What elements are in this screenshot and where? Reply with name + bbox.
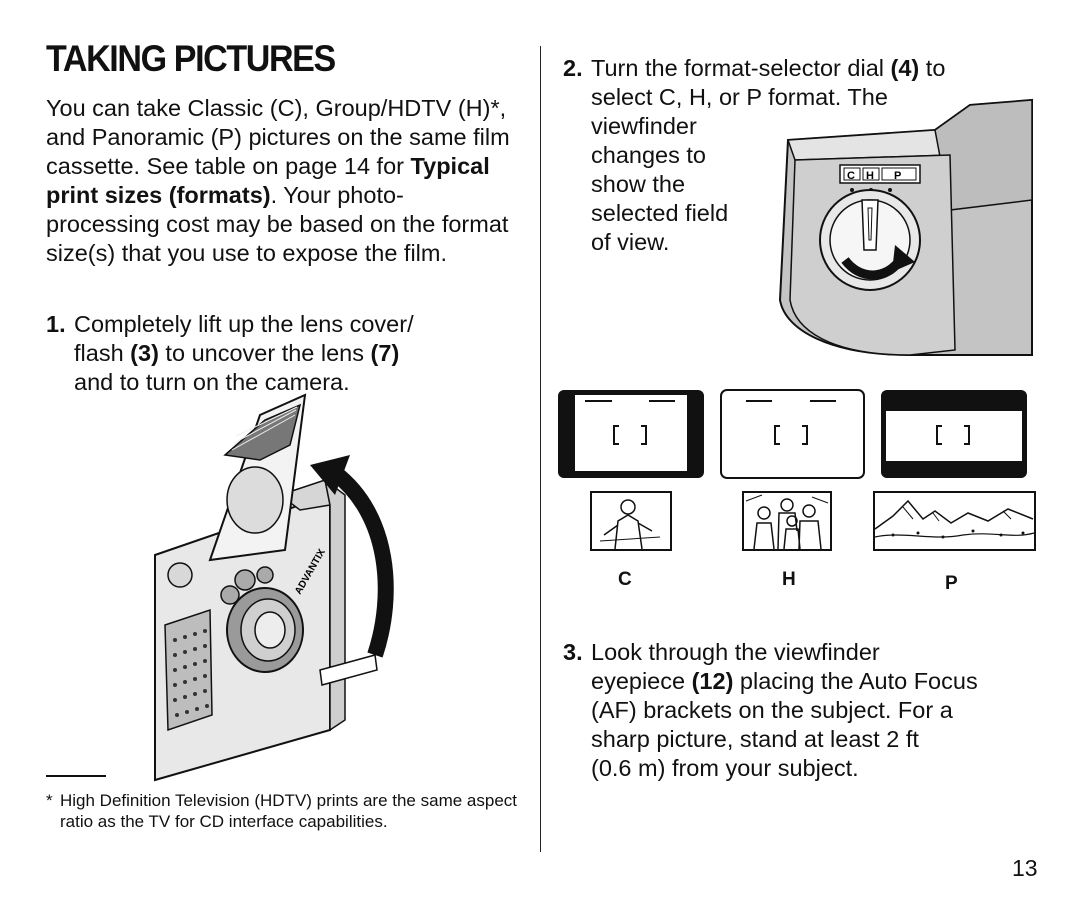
portrait-photo-icon	[590, 491, 672, 551]
step-3: 3. Look through the viewfinder eyepiece …	[563, 638, 1033, 783]
step-2-text: Turn the format-selector dial (4) to sel…	[591, 54, 945, 257]
intro-bold-link: Typical print sizes (formats)	[46, 153, 490, 208]
dial-label-h: H	[866, 170, 874, 182]
intro-text-2: . Your photo-processing cost may be base…	[46, 182, 509, 266]
step-1: 1. Completely lift up the lens cover/ fl…	[46, 310, 516, 397]
viewfinder-c	[558, 390, 704, 478]
step-2-ref-a: (4)	[890, 55, 920, 81]
footnote-marker: *	[46, 791, 53, 810]
viewfinder-h	[720, 389, 865, 479]
dial-label-c: C	[847, 170, 855, 182]
step-2: 2. Turn the format-selector dial (4) to …	[563, 54, 1023, 257]
step-2-text-b: to select C, H, or P format. The viewfin…	[591, 55, 946, 255]
step-3-text-b: placing the Auto Focus (AF) brackets on …	[591, 668, 978, 781]
panorama-photo-icon	[873, 491, 1036, 551]
footnote-text: High Definition Television (HDTV) prints…	[60, 791, 517, 831]
step-2-text-a: Turn the format-selector dial	[591, 55, 891, 81]
step-1-text-b: to uncover the lens	[158, 340, 371, 366]
step-2-number: 2.	[563, 55, 583, 81]
step-3-ref-a: (12)	[691, 668, 734, 694]
step-3-text: Look through the viewfinder eyepiece (12…	[591, 638, 978, 783]
intro-paragraph: You can take Classic (C), Group/HDTV (H)…	[46, 94, 516, 268]
step-3-text-a: Look through the viewfinder eyepiece	[591, 639, 880, 694]
footnote: * High Definition Television (HDTV) prin…	[46, 790, 526, 832]
step-1-number: 1.	[46, 311, 66, 337]
page-title: TAKING PICTURES	[46, 38, 336, 79]
group-photo-icon	[742, 491, 832, 551]
step-1-text-a: Completely lift up the lens cover/ flash	[74, 311, 414, 366]
step-1-ref-b: (7)	[370, 340, 400, 366]
dial-label-p: P	[894, 170, 901, 182]
step-1-text-c: and to turn on the camera.	[74, 369, 350, 395]
column-divider	[540, 46, 541, 852]
format-label-c: C	[618, 569, 632, 590]
format-dial-illustration: C H P	[778, 98, 1033, 356]
format-label-h: H	[782, 569, 796, 590]
format-label-p: P	[945, 573, 958, 594]
intro-text-1: You can take Classic (C), Group/HDTV (H)…	[46, 95, 510, 179]
step-1-text: Completely lift up the lens cover/ flash…	[74, 310, 414, 397]
step-1-ref-a: (3)	[130, 340, 159, 366]
footnote-rule	[46, 775, 106, 777]
step-3-number: 3.	[563, 639, 583, 665]
viewfinder-p	[881, 390, 1027, 478]
camera-flash-illustration: ADVANTIX	[154, 393, 394, 782]
page-number: 13	[1012, 855, 1038, 881]
